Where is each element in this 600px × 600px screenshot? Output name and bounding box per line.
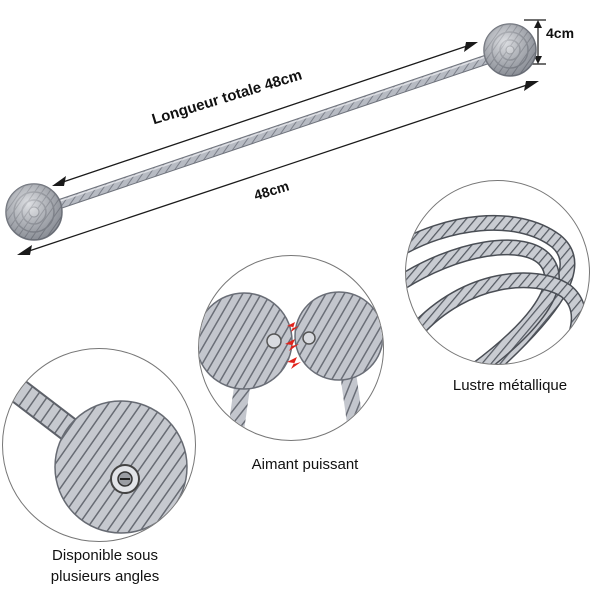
dimension-arrow-total <box>52 42 478 186</box>
metallic-shine-closeup <box>405 180 590 365</box>
dimension-arrow-length <box>17 81 539 255</box>
multiple-angles-caption-line1: Disponible sous <box>52 547 158 564</box>
multiple-angles-caption-line2: plusieurs angles <box>50 568 160 585</box>
multiple-angles-closeup <box>2 348 196 542</box>
magnet-spark-icon <box>285 322 301 369</box>
strong-magnet-caption: Aimant puissant <box>251 456 359 473</box>
strong-magnet-closeup <box>198 255 384 441</box>
magnet-ball-left <box>5 183 63 241</box>
rope-rod <box>43 50 505 213</box>
tieback-diagram <box>5 19 546 255</box>
diameter-label: 4cm <box>546 25 575 41</box>
metallic-shine-caption: Lustre métallique <box>452 377 568 394</box>
multiple-angles-caption: Disponible sous plusieurs angles <box>15 545 195 587</box>
magnet-ball-right <box>483 23 537 77</box>
